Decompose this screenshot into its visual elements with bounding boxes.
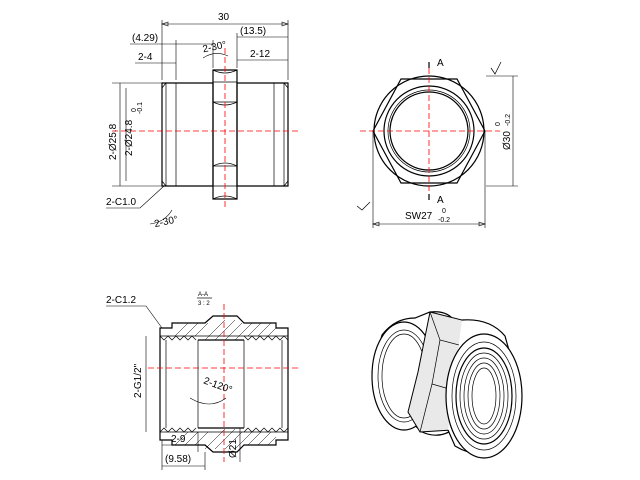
section-title: A-A <box>198 292 208 298</box>
end-view: A A Ø30 0 -0.2 SW27 0 -0.2 <box>356 58 518 228</box>
isometric-view <box>371 311 523 459</box>
angle-120: 2-120° <box>202 376 234 396</box>
section-view: A-A 3 : 2 2-C1.2 2-G1/2" 2-120° Ø21 <box>106 292 298 470</box>
dim-hex-right: 2-12 <box>250 49 270 60</box>
sw-label: SW27 <box>405 211 433 222</box>
dim-depth: 2-9 <box>171 434 186 445</box>
end-dia: Ø30 <box>502 131 513 150</box>
dim-overall: 30 <box>218 12 230 23</box>
dia-outer: 2-Ø25.8 <box>108 123 119 160</box>
thread-label: 2-G1/2" <box>133 363 144 398</box>
dim-right: (13.5) <box>240 26 266 37</box>
sw-tol-upper: 0 <box>442 208 446 215</box>
dia-inner: 2-Ø24.8 <box>124 119 135 156</box>
dim-ref: (9.58) <box>165 454 191 465</box>
section-mark-bottom: A <box>437 195 444 206</box>
angle-bottom: 2-30° <box>153 214 179 230</box>
section-scale: 3 : 2 <box>198 301 210 307</box>
tol-inner-upper: 0 <box>131 108 138 112</box>
end-tol-lower: -0.2 <box>505 114 512 126</box>
section-chamfer: 2-C1.2 <box>106 295 136 306</box>
side-view: 30 (13.5) (4.29) 2-4 2-12 2-30° 2-30° 2-… <box>106 12 298 230</box>
dim-chamfer-len: 2-4 <box>138 52 153 63</box>
tol-inner-lower: -0.1 <box>137 102 144 114</box>
angle-top: 2-30° <box>202 40 228 56</box>
end-tol-upper: 0 <box>495 122 502 126</box>
chamfer-label: 2-C1.0 <box>106 197 136 208</box>
dim-left-ref: (4.29) <box>132 33 158 44</box>
section-mark-top: A <box>437 58 444 69</box>
bore-dia: Ø21 <box>228 439 239 458</box>
sw-tol-lower: -0.2 <box>438 217 450 224</box>
